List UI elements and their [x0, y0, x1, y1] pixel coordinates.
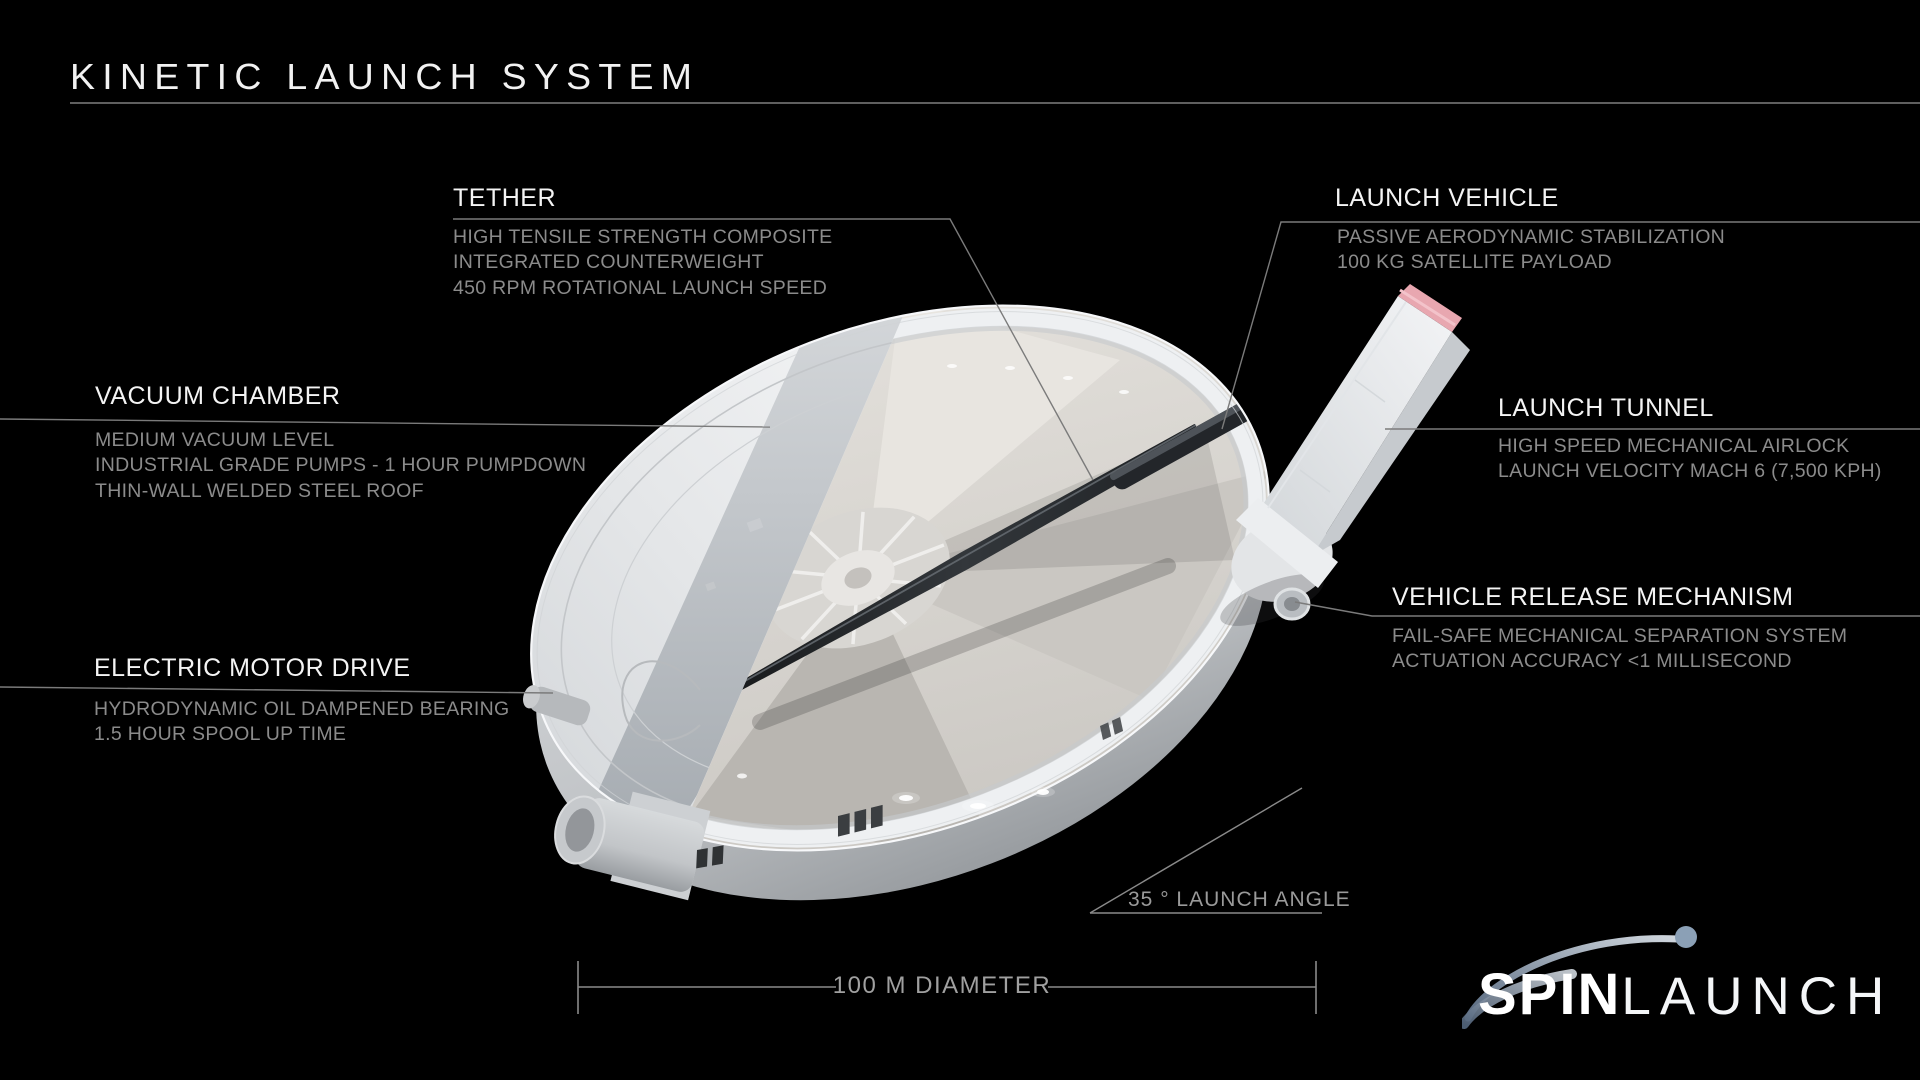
vacuum-chamber-heading: VACUUM CHAMBER — [95, 382, 341, 410]
callout-vehicle-release: VEHICLE RELEASE MECHANISM — [1392, 583, 1794, 612]
tether-line-2: INTEGRATED COUNTERWEIGHT — [453, 251, 764, 274]
tunnel-side-face — [1312, 332, 1470, 556]
release-mechanism-port — [1273, 587, 1311, 621]
launch-tunnel-body: HIGH SPEED MECHANICAL AIRLOCK LAUNCH VEL… — [1498, 434, 1882, 485]
callout-line-vehicle-release — [1294, 601, 1920, 617]
vehicle-release-heading: VEHICLE RELEASE MECHANISM — [1392, 583, 1794, 611]
tunnel-shadow — [1220, 574, 1324, 626]
callout-line-launch-vehicle — [1221, 221, 1920, 430]
roof-seam-inner — [611, 369, 912, 787]
electric-motor-body: HYDRODYNAMIC OIL DAMPENED BEARING 1.5 HO… — [94, 697, 510, 748]
launch-tunnel-model — [1220, 284, 1470, 626]
tether-body: HIGH TENSILE STRENGTH COMPOSITE INTEGRAT… — [453, 225, 833, 301]
electric-motor-heading: ELECTRIC MOTOR DRIVE — [94, 654, 411, 682]
diameter-dimension-lines — [577, 961, 1317, 1014]
launch-angle-label: 35 ° LAUNCH ANGLE — [1128, 888, 1351, 911]
floor-shadow-wedge — [690, 575, 1000, 860]
page-title: KINETIC LAUNCH SYSTEM — [70, 56, 700, 97]
orbit-swoosh-icon — [1462, 926, 1697, 1029]
floor-bright-wedge — [865, 300, 1120, 575]
launch-tunnel-heading: LAUNCH TUNNEL — [1498, 394, 1714, 422]
rim-highlight — [530, 304, 1270, 852]
callout-electric-motor: ELECTRIC MOTOR DRIVE — [94, 654, 411, 683]
launch-vehicle-line-1: PASSIVE AERODYNAMIC STABILIZATION — [1337, 226, 1726, 248]
angle-slope-line — [1089, 787, 1303, 914]
logo-spin-text: SPIN — [1478, 962, 1622, 1027]
vehicle-release-line-1: FAIL-SAFE MECHANICAL SEPARATION SYSTEM — [1392, 625, 1848, 647]
motor-housing — [554, 791, 711, 901]
floor-mid-wedge — [865, 470, 1270, 700]
launch-vehicle-model — [1110, 400, 1252, 490]
launch-vehicle-line-2: 100 KG SATELLITE PAYLOAD — [1337, 251, 1612, 274]
callout-launch-vehicle: LAUNCH VEHICLE — [1335, 184, 1559, 213]
rim-lights — [737, 364, 1129, 812]
launch-vehicle-body: PASSIVE AERODYNAMIC STABILIZATION 100 KG… — [1337, 225, 1725, 276]
side-pipe — [523, 685, 591, 726]
callout-line-vacuum-chamber — [0, 418, 771, 428]
logo-launch-text: LAUNCH — [1621, 967, 1894, 1026]
tether-shadow — [752, 558, 1176, 730]
vacuum-chamber-line-2: INDUSTRIAL GRADE PUMPS - 1 HOUR PUMPDOWN — [95, 454, 587, 477]
electric-motor-line-1: HYDRODYNAMIC OIL DAMPENED BEARING — [94, 698, 510, 720]
launch-tunnel-line-2: LAUNCH VELOCITY MACH 6 (7,500 KPH) — [1498, 460, 1882, 483]
logo-text: SPINLAUNCH — [1478, 961, 1893, 1028]
tunnel-panel-lines — [1299, 379, 1386, 493]
callout-line-tether — [453, 218, 1094, 481]
electric-motor-line-2: 1.5 HOUR SPOOL UP TIME — [94, 723, 347, 746]
vacuum-chamber-body: MEDIUM VACUUM LEVEL INDUSTRIAL GRADE PUM… — [95, 428, 586, 504]
roof-details — [560, 302, 912, 880]
tether-heading: TETHER — [453, 184, 556, 212]
vehicle-release-body: FAIL-SAFE MECHANICAL SEPARATION SYSTEM A… — [1392, 624, 1847, 675]
angle-annotation-lines — [1089, 787, 1322, 914]
tether-line-1: HIGH TENSILE STRENGTH COMPOSITE — [453, 226, 833, 248]
wall-vents-center — [837, 804, 883, 837]
launch-vehicle-heading: LAUNCH VEHICLE — [1335, 184, 1559, 212]
diameter-label: 100 M DIAMETER — [832, 972, 1052, 999]
tether-line-3: 450 RPM ROTATIONAL LAUNCH SPEED — [453, 276, 828, 299]
orbit-dot — [1675, 926, 1697, 948]
roof-hatch — [746, 517, 764, 533]
tunnel-front-face — [1258, 296, 1452, 556]
vehicle-release-line-2: ACTUATION ACCURACY <1 MILLISECOND — [1392, 650, 1792, 673]
callout-launch-tunnel: LAUNCH TUNNEL — [1498, 394, 1714, 423]
vacuum-chamber-line-3: THIN-WALL WELDED STEEL ROOF — [95, 479, 424, 502]
tether-arm — [728, 423, 1202, 696]
vacuum-chamber-line-1: MEDIUM VACUUM LEVEL — [95, 429, 335, 451]
callout-tether: TETHER — [453, 184, 556, 213]
spinlaunch-logo: SPINLAUNCH — [1462, 918, 1892, 1038]
callout-vacuum-chamber: VACUUM CHAMBER — [95, 382, 340, 411]
tether-highlight — [730, 424, 1197, 690]
callout-line-electric-motor — [0, 686, 554, 694]
roof-hook-seam — [621, 660, 701, 742]
launch-tunnel-line-1: HIGH SPEED MECHANICAL AIRLOCK — [1498, 435, 1850, 457]
wall-vents-right — [1100, 717, 1124, 741]
tunnel-flange — [1236, 498, 1338, 588]
wall-vents-left — [696, 845, 724, 869]
central-hub — [766, 507, 950, 649]
